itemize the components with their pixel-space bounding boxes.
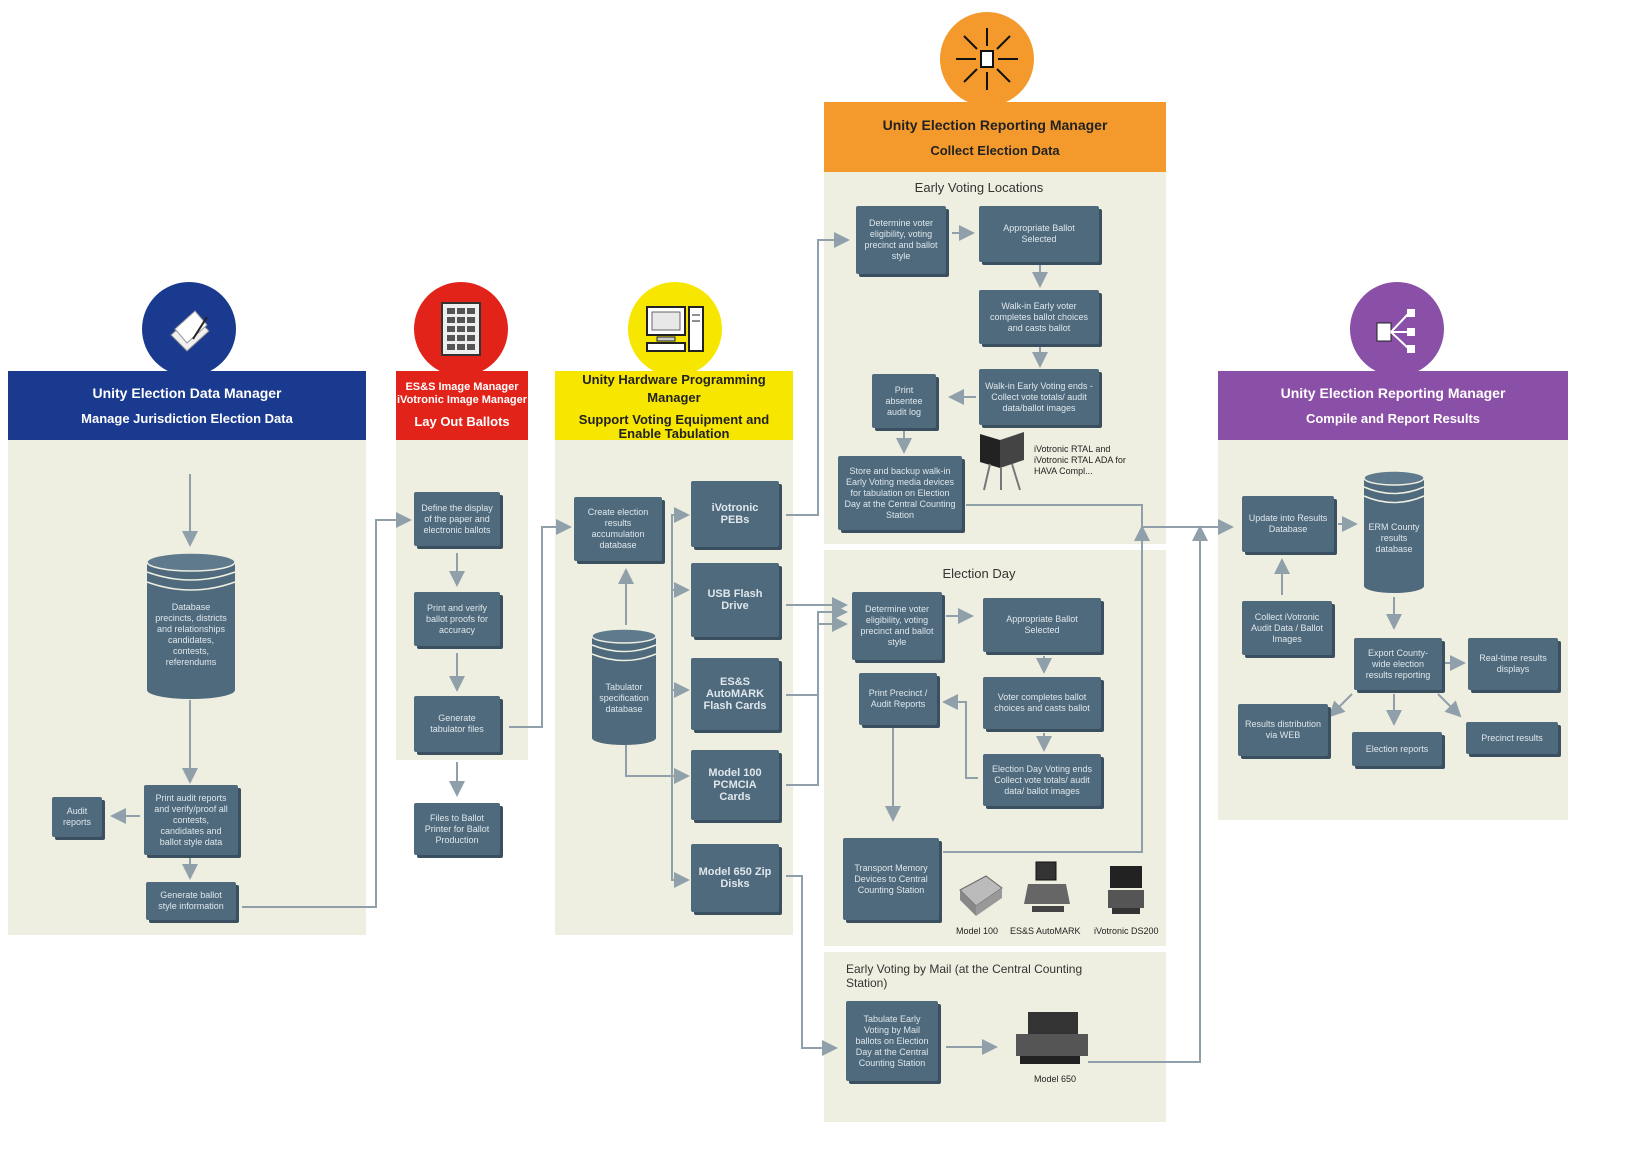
early-store-box: Store and backup walk-in Early Voting me… [838,456,962,530]
header-title: Unity Hardware Programming Manager [582,371,766,405]
eday-print-reports-box: Print Precinct / Audit Reports [859,673,937,725]
document-pen-icon [142,282,236,376]
update-db-box: Update into Results Database [1242,496,1334,552]
divider-early-eday [824,544,1166,550]
network-tree-icon [1350,282,1444,376]
model650-device-icon [1016,1012,1088,1064]
model650-caption: Model 650 [1034,1074,1077,1084]
early-appropriate-box: Appropriate Ballot Selected [979,206,1099,262]
election-day-title: Election Day [942,566,1016,581]
generate-tabulator-box: Generate tabulator files [414,696,500,752]
divider-eday-mail [824,946,1166,952]
eday-determine-box: Determine voter eligibility, voting prec… [852,592,942,660]
header-collect-data: Unity Election Reporting Manager Collect… [824,102,1166,172]
header-title-line2: iVotronic Image Manager [397,394,527,406]
ds200-device-icon [1108,866,1144,914]
usb-box: USB Flash Drive [691,563,779,637]
tabulator-db-cylinder: Tabulator specification database [590,628,658,746]
model100-caption: Model 100 [956,926,999,936]
header-subtitle: Support Voting Equipment and Enable Tabu… [578,411,770,441]
header-report-results: Unity Election Reporting Manager Compile… [1218,371,1568,440]
tabulator-db-label: Tabulator specification database [599,682,649,714]
collect-arrows-icon [940,12,1034,106]
audit-reports-box: Audit reports [52,797,102,837]
rtal-voting-booth-icon [980,432,1024,491]
early-print-log-box: Print absentee audit log [872,374,936,428]
header-title: Unity Election Data Manager [92,385,282,401]
model650-box: Model 650 Zip Disks [691,844,779,912]
rtal-caption: iVotronic RTAL and iVotronic RTAL ADA fo… [1034,444,1126,476]
early-voting-title: Early Voting Locations [914,180,1044,195]
header-title: Unity Election Reporting Manager [1280,385,1506,401]
erm-db-cylinder: ERM County results database [1362,470,1426,594]
early-ends-box: Walk-in Early Voting ends - Collect vote… [979,369,1099,425]
define-display-box: Define the display of the paper and elec… [414,492,500,546]
eday-appropriate-box: Appropriate Ballot Selected [983,598,1101,652]
automark-caption: ES&S AutoMARK [1010,926,1081,936]
files-to-printer-box: Files to Ballot Printer for Ballot Produ… [414,803,500,855]
header-subtitle: Collect Election Data [930,142,1060,158]
database-label: Database precincts, districts and relati… [155,602,227,667]
automark-box: ES&S AutoMARK Flash Cards [691,658,779,730]
ds200-caption: iVotronic DS200 [1094,926,1159,936]
web-distribution-box: Results distribution via WEB [1238,704,1328,756]
ballot-grid-icon [414,282,508,376]
pebs-box: iVotronic PEBs [691,481,779,547]
eday-voter-box: Voter completes ballot choices and casts… [983,677,1101,729]
header-data-manager: Unity Election Data Manager Manage Juris… [8,371,366,440]
database-cylinder: Database precincts, districts and relati… [145,552,237,700]
realtime-displays-box: Real-time results displays [1468,638,1558,690]
erm-db-label: ERM County results database [1368,522,1420,554]
computer-icon [628,282,722,376]
collect-audit-box: Collect iVotronic Audit Data / Ballot Im… [1242,601,1332,655]
create-db-box: Create election results accumulation dat… [574,497,662,561]
tabulate-mail-box: Tabulate Early Voting by Mail ballots on… [846,1001,938,1081]
header-subtitle: Manage Jurisdiction Election Data [81,411,293,426]
header-title: Unity Election Reporting Manager [882,116,1108,133]
eday-ends-box: Election Day Voting ends Collect vote to… [983,754,1101,806]
header-subtitle: Lay Out Ballots [414,414,510,429]
automark-device-icon [1024,861,1070,912]
header-image-manager: ES&S Image Manager iVotronic Image Manag… [396,371,528,440]
header-hardware-manager: Unity Hardware Programming Manager Suppo… [555,371,793,440]
election-reports-box: Election reports [1352,732,1442,766]
early-determine-box: Determine voter eligibility, voting prec… [856,206,946,274]
header-subtitle: Compile and Report Results [1305,411,1481,426]
export-results-box: Export County-wide election results repo… [1354,638,1442,690]
print-audit-box: Print audit reports and verify/proof all… [144,785,238,855]
generate-ballot-style-box: Generate ballot style information [146,882,236,920]
precinct-results-box: Precinct results [1466,722,1558,754]
transport-box: Transport Memory Devices to Central Coun… [843,838,939,920]
print-verify-box: Print and verify ballot proofs for accur… [414,592,500,646]
mail-title: Early Voting by Mail (at the Central Cou… [846,962,1083,990]
model100-box: Model 100 PCMCIA Cards [691,750,779,820]
model100-device-icon [959,875,1003,916]
early-walkin-box: Walk-in Early voter completes ballot cho… [979,290,1099,344]
header-title-line1: ES&S Image Manager [405,381,519,393]
